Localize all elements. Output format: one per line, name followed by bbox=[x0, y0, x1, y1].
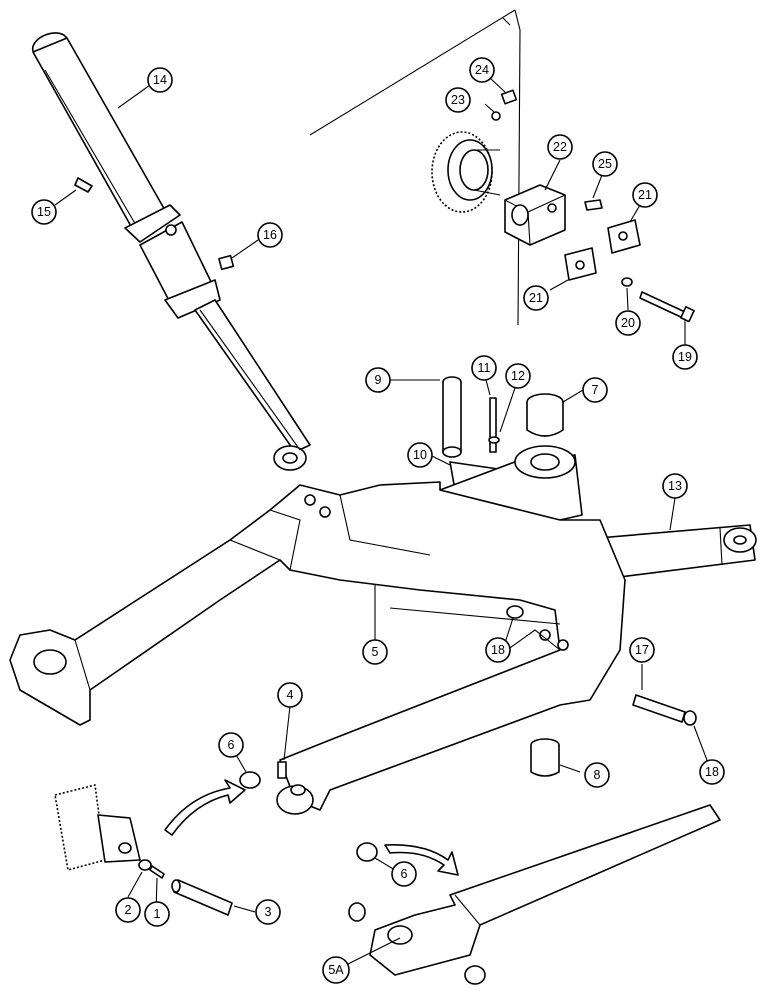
callout-24: 24 bbox=[469, 57, 495, 83]
fitting-part-25 bbox=[584, 199, 603, 211]
callout-4: 4 bbox=[277, 682, 303, 708]
nut-part-16 bbox=[218, 254, 235, 271]
callout-16: 16 bbox=[257, 222, 283, 248]
callout-18-lower: 18 bbox=[699, 759, 725, 785]
grease-fitting-part-15 bbox=[74, 177, 93, 193]
snap-ring-part-18a bbox=[506, 605, 524, 619]
part-24 bbox=[500, 89, 518, 105]
callout-11: 11 bbox=[471, 355, 497, 381]
callout-2: 2 bbox=[115, 897, 141, 923]
callout-9: 9 bbox=[365, 367, 391, 393]
alternate-axle-part-5a bbox=[348, 804, 721, 985]
svg-text:21: 21 bbox=[638, 188, 652, 202]
svg-text:4: 4 bbox=[287, 688, 294, 702]
callout-5: 5 bbox=[362, 639, 388, 665]
arrow-to-alternate-axle bbox=[384, 843, 459, 876]
callout-5a: 5A bbox=[322, 956, 350, 984]
part-23 bbox=[491, 111, 501, 121]
callout-8: 8 bbox=[584, 762, 610, 788]
svg-text:9: 9 bbox=[375, 373, 382, 387]
svg-text:25: 25 bbox=[598, 157, 612, 171]
washer-part-12 bbox=[488, 436, 500, 444]
callout-10: 10 bbox=[407, 442, 433, 468]
svg-text:10: 10 bbox=[413, 448, 427, 462]
callout-12: 12 bbox=[505, 363, 531, 389]
callout-21-lower: 21 bbox=[523, 285, 549, 311]
callout-6-upper: 6 bbox=[218, 732, 244, 758]
washer-part-2 bbox=[138, 859, 152, 871]
callout-6-lower: 6 bbox=[391, 861, 417, 887]
bolt-part-1 bbox=[149, 865, 165, 879]
shim-part-21a bbox=[607, 219, 641, 254]
svg-text:18: 18 bbox=[491, 643, 505, 657]
svg-text:6: 6 bbox=[228, 738, 235, 752]
svg-text:8: 8 bbox=[594, 768, 601, 782]
bushing-part-7 bbox=[526, 393, 564, 437]
bushing-part-6a bbox=[239, 771, 261, 789]
mounting-bracket bbox=[54, 784, 141, 871]
steering-cylinder-part-14 bbox=[31, 32, 311, 471]
pin-part-3 bbox=[171, 879, 233, 916]
axle-frame-part-5 bbox=[9, 481, 626, 815]
svg-text:5: 5 bbox=[372, 645, 379, 659]
svg-text:11: 11 bbox=[478, 361, 491, 375]
bolt-part-11 bbox=[489, 397, 497, 453]
washer-part-20 bbox=[621, 277, 633, 287]
callouts: 14 15 16 24 23 22 25 21 21 20 19 9 11 12… bbox=[31, 57, 725, 984]
callout-1: 1 bbox=[144, 901, 170, 927]
bolt-part-19 bbox=[639, 291, 695, 323]
svg-text:1: 1 bbox=[154, 907, 161, 921]
svg-text:14: 14 bbox=[153, 73, 167, 87]
callout-18-upper: 18 bbox=[485, 637, 511, 663]
svg-text:3: 3 bbox=[265, 905, 272, 919]
pin-part-17 bbox=[632, 694, 686, 723]
callout-22: 22 bbox=[547, 134, 573, 160]
callout-15: 15 bbox=[31, 199, 57, 225]
svg-text:23: 23 bbox=[451, 93, 465, 107]
svg-text:2: 2 bbox=[125, 903, 132, 917]
callout-25: 25 bbox=[592, 151, 618, 177]
svg-text:5A: 5A bbox=[328, 963, 344, 977]
svg-text:18: 18 bbox=[705, 765, 719, 779]
callout-7: 7 bbox=[582, 377, 608, 403]
svg-text:16: 16 bbox=[263, 228, 277, 242]
callout-23: 23 bbox=[445, 87, 471, 113]
svg-text:19: 19 bbox=[678, 350, 692, 364]
svg-text:17: 17 bbox=[635, 643, 649, 657]
bushing-part-8 bbox=[530, 738, 560, 777]
snap-ring-part-18b bbox=[683, 710, 697, 726]
pin-part-9 bbox=[442, 376, 462, 458]
bearing-cap-part-22 bbox=[504, 184, 566, 246]
shim-part-21b bbox=[564, 247, 597, 281]
svg-text:15: 15 bbox=[37, 205, 51, 219]
callout-14: 14 bbox=[147, 67, 173, 93]
callout-3: 3 bbox=[255, 899, 281, 925]
callout-21-upper: 21 bbox=[632, 182, 658, 208]
svg-text:7: 7 bbox=[592, 383, 599, 397]
svg-text:22: 22 bbox=[553, 140, 567, 154]
svg-text:20: 20 bbox=[621, 316, 635, 330]
callout-17: 17 bbox=[629, 637, 655, 663]
svg-text:13: 13 bbox=[668, 479, 682, 493]
grease-fitting-part-4 bbox=[277, 761, 287, 779]
svg-text:12: 12 bbox=[511, 369, 525, 383]
svg-text:6: 6 bbox=[401, 867, 408, 881]
svg-text:21: 21 bbox=[529, 291, 543, 305]
callout-19: 19 bbox=[672, 344, 698, 370]
bushing-part-6b bbox=[356, 842, 378, 862]
arrow-to-axle bbox=[164, 779, 246, 836]
callout-13: 13 bbox=[662, 473, 688, 499]
svg-text:24: 24 bbox=[475, 63, 489, 77]
bearing-bore bbox=[431, 131, 501, 213]
callout-20: 20 bbox=[615, 310, 641, 336]
